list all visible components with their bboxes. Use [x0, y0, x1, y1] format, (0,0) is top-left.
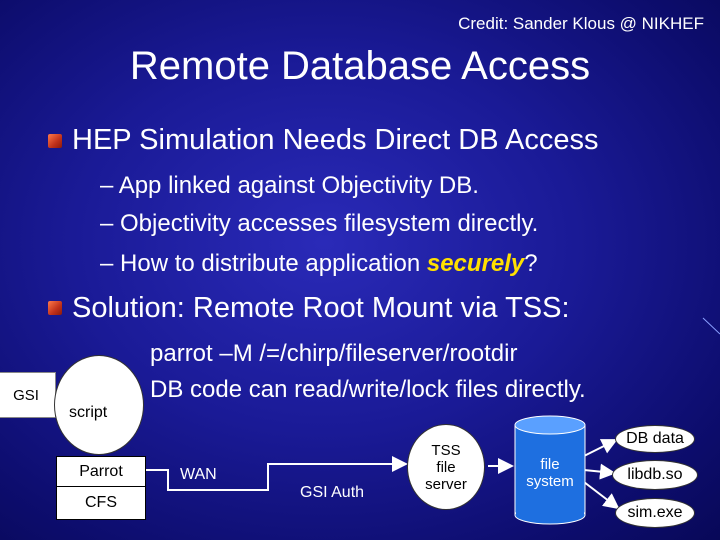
tss-file-server-node: TSS file server: [407, 424, 485, 510]
db-data-node: DB data: [615, 425, 695, 453]
cfs-label: CFS: [85, 494, 117, 511]
filesystem-label: file system: [526, 456, 574, 490]
simexe-label: sim.exe: [627, 504, 683, 521]
filesystem-cylinder: [514, 415, 586, 525]
gsi-auth-label: GSI Auth: [300, 484, 365, 501]
parrot-box: Parrot: [56, 456, 146, 488]
bullet-square-icon: [48, 134, 62, 148]
sub-bullet-3-suffix: ?: [524, 250, 538, 277]
bullet-square-icon: [48, 301, 62, 315]
tss-label: TSS file server: [425, 441, 467, 493]
script-node: script: [54, 355, 144, 455]
bullet-heading-1: HEP Simulation Needs Direct DB Access: [72, 124, 599, 156]
libdb-label: libdb.so: [627, 466, 683, 483]
explanation-line: DB code can read/write/lock files direct…: [150, 376, 586, 403]
filesystem-to-dbdata-arrow: [583, 439, 618, 457]
gsi-card: GSI: [0, 372, 56, 418]
slide-title: Remote Database Access: [129, 44, 591, 88]
sub-bullet-2: – Objectivity accesses filesystem direct…: [100, 210, 539, 237]
simexe-node: sim.exe: [615, 498, 695, 528]
libdb-node: libdb.so: [612, 460, 698, 490]
sub-bullet-1: – App linked against Objectivity DB.: [100, 172, 479, 199]
filesystem-to-simexe-arrow: [583, 481, 620, 510]
parrot-label: Parrot: [79, 463, 123, 480]
db-data-label: DB data: [626, 430, 684, 447]
wan-connection-line: [146, 456, 408, 491]
cfs-box: CFS: [56, 486, 146, 520]
sub-bullet-3: – How to distribute application securely…: [100, 250, 538, 278]
gsi-card-label: GSI: [13, 386, 39, 404]
decorative-line: [702, 317, 720, 335]
script-label: script: [69, 404, 108, 421]
filesystem-to-libdb-arrow: [583, 463, 616, 480]
sub-bullet-3-emphasis: securely: [426, 250, 525, 277]
credit-text: Credit: Sander Klous @ NIKHEF: [458, 14, 704, 33]
command-line: parrot –M /=/chirp/fileserver/rootdir: [150, 340, 518, 367]
sub-bullet-3-prefix: – How to distribute application: [100, 250, 427, 277]
bullet-heading-2: Solution: Remote Root Mount via TSS:: [72, 292, 570, 324]
wan-label: WAN: [180, 466, 217, 483]
